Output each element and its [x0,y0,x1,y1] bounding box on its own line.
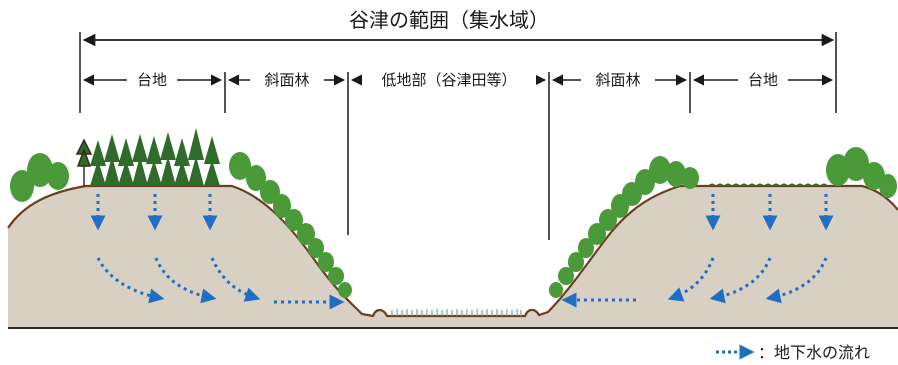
zone-label-lowland: 低地部（谷津田等） [381,71,516,89]
broadleaf-tree-icon [10,152,352,298]
ground-surface-line [7,184,898,318]
rice-paddy [391,309,522,316]
legend: ：地下水の流れ [716,343,870,362]
legend-label: ：地下水の流れ [758,343,870,362]
broadleaf-tree-icon [549,147,897,298]
zone-dividers [224,72,691,240]
zone-label-right-upland: 台地 [748,71,778,89]
crop-field [708,183,828,186]
zone-label-right-slope: 斜面林 [595,71,640,89]
groundwater-flow-arrows [90,194,834,310]
ground-cross-section [8,186,898,328]
zone-label-left-upland: 台地 [137,71,167,89]
conifer-tree-icon [75,128,220,186]
catchment-range-arrow [79,32,837,113]
zone-label-left-slope: 斜面林 [264,71,309,89]
diagram-title: 谷津の範囲（集水域） [349,8,549,32]
